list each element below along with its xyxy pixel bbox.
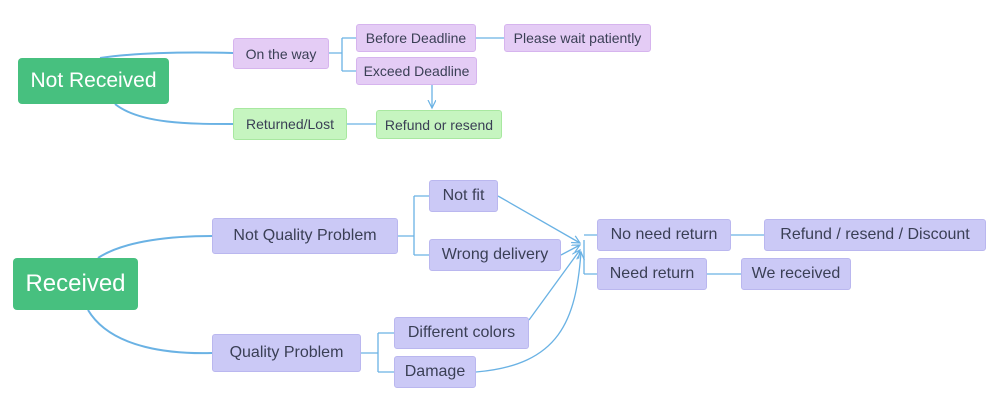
link-received-to-quality: [87, 309, 213, 355]
link-on-the-way-split: [329, 37, 356, 72]
node-wrong-delivery[interactable]: Wrong delivery: [429, 239, 561, 271]
node-returned-lost[interactable]: Returned/Lost: [233, 108, 347, 140]
node-quality-problem[interactable]: Quality Problem: [212, 334, 361, 372]
link-received-to-not-quality: [97, 235, 213, 259]
arrow-not-fit: [497, 195, 580, 243]
arrow-damage: [475, 252, 581, 373]
arrow-different-colors: [528, 250, 580, 321]
link-not-received-to-on-the-way: [99, 51, 234, 59]
node-refund-resend-discount[interactable]: Refund / resend / Discount: [764, 219, 986, 251]
node-not-fit[interactable]: Not fit: [429, 180, 498, 212]
node-before-deadline[interactable]: Before Deadline: [356, 24, 476, 52]
link-not-quality-split: [398, 195, 429, 256]
link-not-received-to-returned-lost: [114, 103, 234, 125]
link-to-no-need-return: [583, 234, 597, 275]
node-different-colors[interactable]: Different colors: [394, 317, 529, 349]
node-on-the-way[interactable]: On the way: [233, 38, 329, 69]
node-need-return[interactable]: Need return: [597, 258, 707, 290]
root-not-received[interactable]: Not Received: [18, 58, 169, 104]
root-received[interactable]: Received: [13, 258, 138, 310]
node-no-need-return[interactable]: No need return: [597, 219, 731, 251]
node-please-wait-patiently[interactable]: Please wait patiently: [504, 24, 651, 52]
node-damage[interactable]: Damage: [394, 356, 476, 388]
node-refund-or-resend[interactable]: Refund or resend: [376, 110, 502, 139]
node-exceed-deadline[interactable]: Exceed Deadline: [356, 57, 477, 85]
node-not-quality-problem[interactable]: Not Quality Problem: [212, 218, 398, 254]
arrow-wrong-delivery: [560, 245, 580, 256]
link-quality-split: [361, 332, 394, 373]
node-we-received[interactable]: We received: [741, 258, 851, 290]
